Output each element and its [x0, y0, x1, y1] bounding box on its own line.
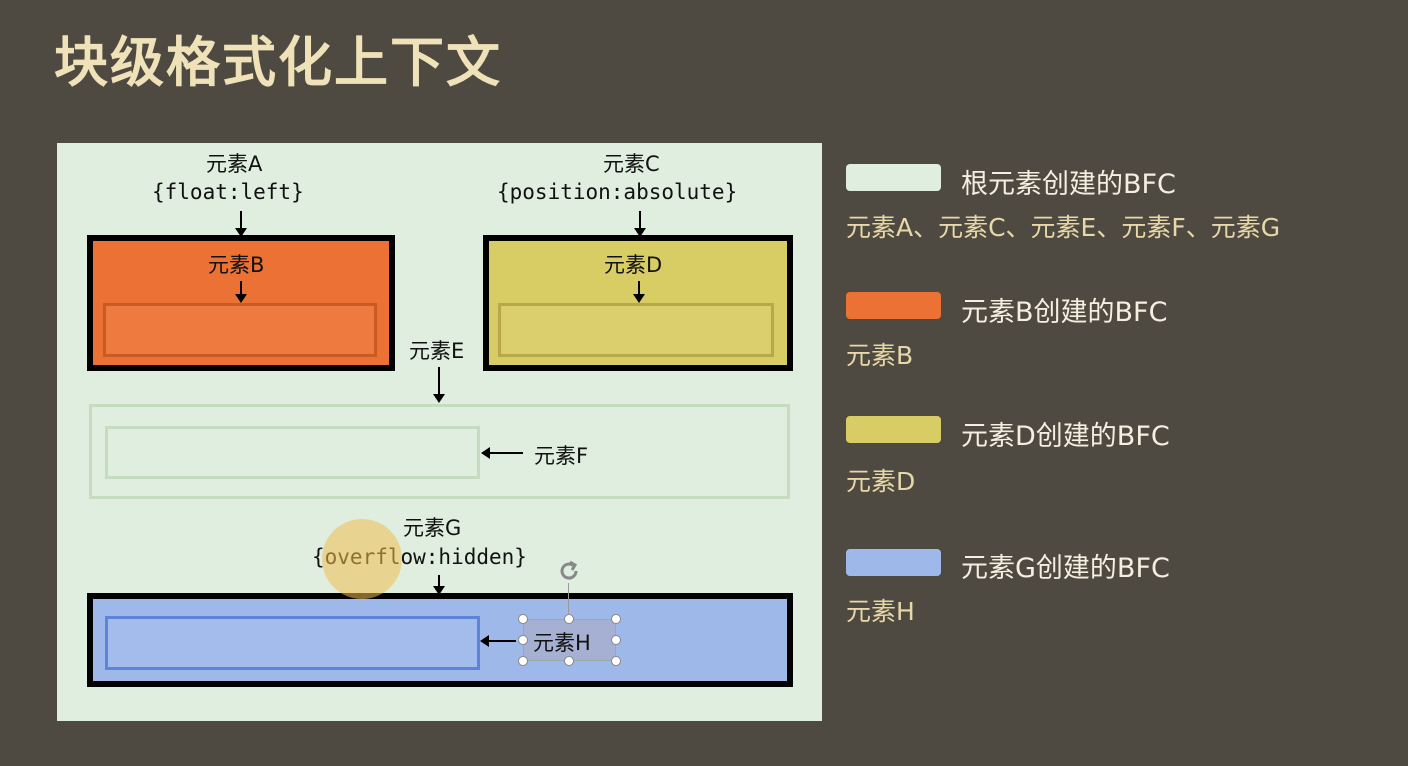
resize-handle-tl[interactable]: [518, 614, 528, 624]
arrow-c-to-d: [634, 211, 646, 237]
arrow-g-to-box: [433, 575, 445, 595]
element-b-label: 元素B: [208, 253, 265, 277]
element-f-box: [105, 426, 480, 479]
bfc-diagram: 元素A {float:left} 元素B 元素C {position:absol…: [57, 143, 822, 721]
element-h-box: [105, 616, 480, 670]
legend-title-d: 元素D创建的BFC: [961, 421, 1170, 452]
legend-title-root: 根元素创建的BFC: [961, 169, 1176, 200]
element-d-box: [483, 235, 793, 371]
legend-title-b: 元素B创建的BFC: [961, 297, 1168, 328]
arrow-to-f: [481, 447, 523, 459]
legend-swatch-b: [846, 292, 941, 319]
arrow-d-to-inner: [633, 281, 645, 303]
cursor-highlight: [322, 519, 402, 599]
resize-handle-mr[interactable]: [611, 635, 621, 645]
legend-swatch-root: [846, 164, 941, 191]
arrow-b-to-inner: [235, 281, 247, 303]
legend-members-root: 元素A、元素C、元素E、元素F、元素G: [846, 213, 1281, 242]
rotate-handle-stem: [568, 583, 569, 615]
resize-handle-br[interactable]: [611, 656, 621, 666]
legend-swatch-g: [846, 549, 941, 576]
legend-members-b: 元素B: [846, 341, 914, 370]
element-b-inner-box: [103, 303, 377, 357]
element-b-box: [87, 235, 395, 371]
element-e-box: [89, 404, 790, 499]
element-h-label[interactable]: 元素H: [533, 631, 591, 655]
element-g-label: 元素G: [403, 516, 462, 540]
legend-members-g: 元素H: [846, 597, 915, 626]
arrow-to-h: [480, 635, 516, 647]
legend-title-g: 元素G创建的BFC: [961, 553, 1170, 584]
element-c-style: {position:absolute}: [497, 180, 738, 204]
element-f-label: 元素F: [534, 444, 589, 468]
slide-title: 块级格式化上下文: [54, 31, 502, 94]
element-d-label: 元素D: [604, 253, 663, 277]
resize-handle-tr[interactable]: [611, 614, 621, 624]
resize-handle-tm[interactable]: [564, 614, 574, 624]
resize-handle-ml[interactable]: [518, 635, 528, 645]
legend-members-d: 元素D: [846, 467, 916, 496]
resize-handle-bl[interactable]: [518, 656, 528, 666]
element-d-inner-box: [498, 303, 774, 357]
element-g-box: [87, 593, 793, 687]
element-a-style: {float:left}: [152, 180, 304, 204]
resize-handle-bm[interactable]: [564, 656, 574, 666]
element-a-label: 元素A: [206, 152, 263, 176]
legend-swatch-d: [846, 416, 941, 443]
arrow-e-to-box: [433, 367, 445, 403]
element-c-label: 元素C: [603, 152, 660, 176]
element-e-label: 元素E: [409, 339, 465, 363]
arrow-a-to-b: [235, 211, 247, 237]
rotate-icon[interactable]: [555, 557, 583, 585]
